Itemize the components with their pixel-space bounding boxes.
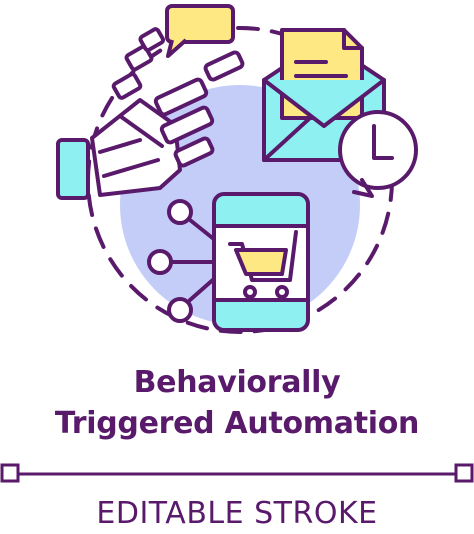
title-line-1: Behaviorally [133,365,341,400]
robot-hand-icon [56,27,245,200]
title-line-2: Triggered Automation [54,406,420,441]
editable-stroke-divider [0,463,474,483]
shopping-cart-icon [228,230,298,299]
editable-stroke-label: EDITABLE STROKE [96,496,378,531]
speech-bubble-icon [165,4,235,58]
clock-icon [338,110,418,198]
network-nodes-icon [147,199,217,323]
